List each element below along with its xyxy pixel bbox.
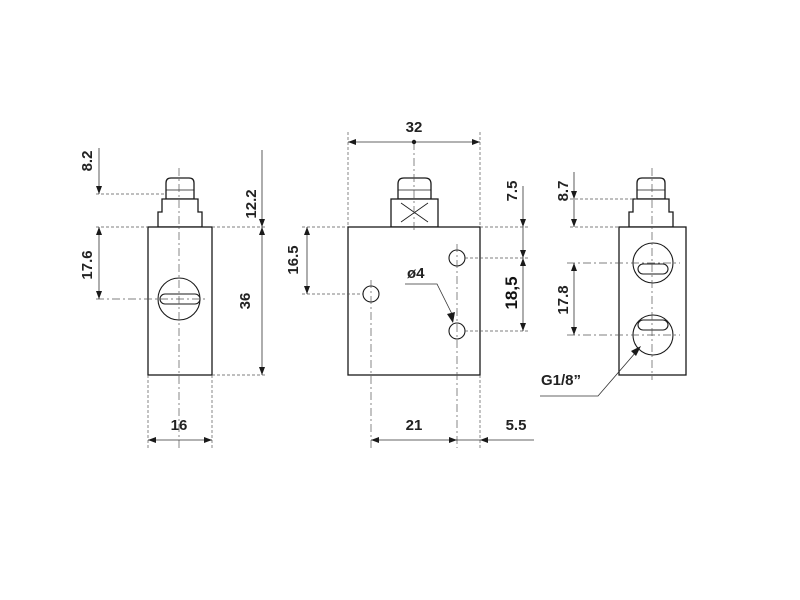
- dim-label-hole-diameter: ø4: [407, 265, 425, 282]
- dim-arrow: [348, 139, 356, 145]
- dim-arrow: [520, 258, 526, 266]
- dim-arrow: [148, 437, 156, 443]
- dim-arrow: [449, 437, 457, 443]
- front-stem-cross: [400, 202, 429, 223]
- right-actuator-cap: [636, 177, 666, 200]
- dim-arrow: [571, 191, 577, 199]
- dim-label-stem-height: 12.2: [243, 189, 260, 218]
- right-view: 8.7 17.8 G1/8”: [540, 168, 687, 397]
- left-stem: [157, 198, 203, 228]
- left-actuator-cap: [165, 177, 195, 200]
- leader-hole-diameter: [405, 283, 453, 315]
- dim-arrow: [259, 219, 265, 227]
- dim-arrow: [371, 437, 379, 443]
- right-stem: [628, 198, 674, 228]
- dim-arrow: [571, 219, 577, 227]
- dim-arrow: [472, 139, 480, 145]
- dim-arrow: [571, 263, 577, 271]
- dim-label-port-offset: 17.6: [79, 250, 96, 279]
- dim-arrow: [96, 291, 102, 299]
- dim-arrow: [96, 227, 102, 235]
- dim-arrow: [520, 219, 526, 227]
- front-view: 32 7.5 16.5 18,5 ø4 21 5.5: [285, 119, 534, 448]
- dim-label-body-width: 16: [171, 417, 188, 434]
- dim-label-left-hole-offset: 16.5: [285, 245, 302, 274]
- dim-arrow: [520, 250, 526, 258]
- dim-label-overall-width: 32: [406, 119, 423, 136]
- dim-label-hole-spacing: 18,5: [502, 276, 521, 309]
- dim-label-body-height: 36: [237, 293, 254, 310]
- right-port-lower-slot: [637, 319, 669, 331]
- dim-arrow: [259, 367, 265, 375]
- dim-label-upper-offset: 7.5: [504, 181, 521, 202]
- right-port-upper-slot: [637, 263, 669, 275]
- dim-label-edge-offset: 5.5: [506, 417, 527, 434]
- dim-arrow: [204, 437, 212, 443]
- front-stem: [390, 198, 439, 228]
- dim-label-right-cap-height: 8.7: [555, 181, 572, 202]
- dim-arrow: [571, 327, 577, 335]
- dim-arrow: [304, 286, 310, 294]
- dim-arrow: [96, 186, 102, 194]
- leader-thread: [540, 351, 637, 397]
- dim-arrow: [304, 227, 310, 235]
- dim-label-port-spacing: 17.8: [555, 285, 572, 314]
- dim-arrow: [259, 227, 265, 235]
- dim-label-cap-height: 8.2: [79, 151, 96, 172]
- dim-arrow: [447, 312, 455, 323]
- dim-arrow: [520, 323, 526, 331]
- dim-arrow: [631, 346, 641, 356]
- left-view: 8.2 12.2 17.6 36 16: [79, 148, 266, 448]
- dim-label-thread: G1/8”: [541, 372, 581, 389]
- dim-center-dot: [411, 139, 417, 145]
- dim-arrow: [480, 437, 488, 443]
- dim-label-hole-x: 21: [406, 417, 423, 434]
- front-actuator-cap: [397, 177, 432, 200]
